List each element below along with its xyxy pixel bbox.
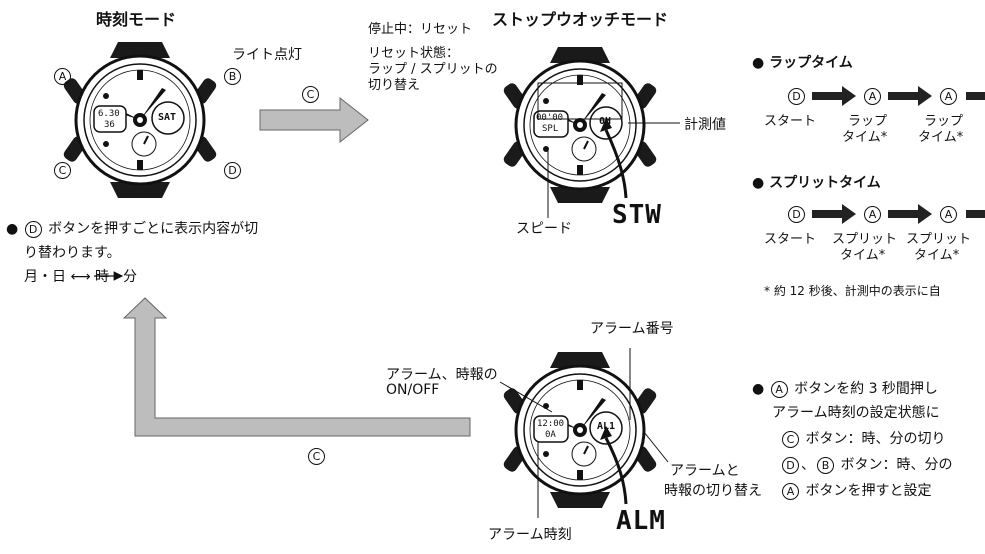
watch3-display-left: 12:00 [537,419,565,429]
lap-a1: A [862,86,883,105]
on-off-label-2: ON/OFF [386,382,440,398]
alarm-note-line4: D、B ボタン：時、分の [780,454,952,474]
watch2-note2: リセット状態： [368,46,460,61]
alarm-note-line1: ● A ボタンを約 3 秒間押し [752,380,938,398]
watch3-display-right: AL1 [597,421,616,432]
light-label: ライト点灯 [232,47,302,63]
left-note-line2: り替わります。 [24,245,121,261]
left-note-line3: 月・日 ⟷ 時・分 [24,269,137,285]
watch1-title: 時刻モード [96,10,177,29]
split-1: スプリット [832,232,898,247]
footnote: * 約 12 秒後、計測中の表示に自 [764,284,941,298]
button-d-label: D [222,160,243,179]
watch2-display-right: 0H [599,116,612,127]
button-a-label: A [52,66,73,85]
speed-label: スピード [516,221,572,237]
arrow-c-label-2: C [306,446,327,465]
watch1-display-left: 6.30 [98,109,120,119]
alarm-note-line5: A ボタンを押すと設定 [780,480,931,500]
alarm-note-line3: C ボタン：時、分の切り [780,428,945,448]
split-a1: A [862,204,883,223]
watch2-note1: 停止中：リセット [368,22,473,37]
lap-title: ● ラップタイム [752,55,853,71]
watch2-note4: 切り替え [368,78,421,93]
alarm-number-label: アラーム番号 [590,321,674,337]
arrow-c-label-1: C [300,84,321,103]
split-2b: タイム* [914,248,960,263]
button-c-label: C [52,160,73,179]
alarm-note-line2: アラーム時刻の設定状態に [772,405,940,421]
lap-2: ラップ [924,114,964,129]
split-2: スプリット [906,232,972,247]
on-off-label-1: アラーム、時報の [386,367,498,383]
watch3-display-left2: 0A [545,430,556,440]
left-note-line1: ● D ボタンを押すごとに表示内容が切 [6,220,259,238]
split-1b: タイム* [840,248,886,263]
watch2-display-left: 00'00 [536,113,564,123]
split-title: ● スプリットタイム [752,175,881,191]
alarm-time-label: アラーム時刻 [488,527,572,543]
switch-label-1: アラームと [670,463,740,479]
button-b-label: B [222,66,243,85]
watch1-display-right: SAT [158,112,177,123]
watch2-display-left2: SPL [542,124,559,134]
lap-a2: A [938,86,959,105]
watch1-display-left2: 36 [104,120,115,130]
lap-d: D [786,86,807,105]
split-start: スタート [764,232,817,247]
lap-1: ラップ [848,114,888,129]
lap-2b: タイム* [918,130,964,145]
split-d: D [786,204,807,223]
lap-1b: タイム* [842,130,888,145]
watch2-title: ストップウオッチモード [492,10,669,29]
measured-value-label: 計測値 [684,117,726,133]
stw-mode-code: STW [612,200,662,230]
split-a2: A [938,204,959,223]
watch2-note3: ラップ / スプリットの [368,62,498,77]
switch-label-2: 時報の切り替え [664,483,762,499]
alm-mode-code: ALM [616,506,666,536]
lap-start: スタート [764,114,817,129]
